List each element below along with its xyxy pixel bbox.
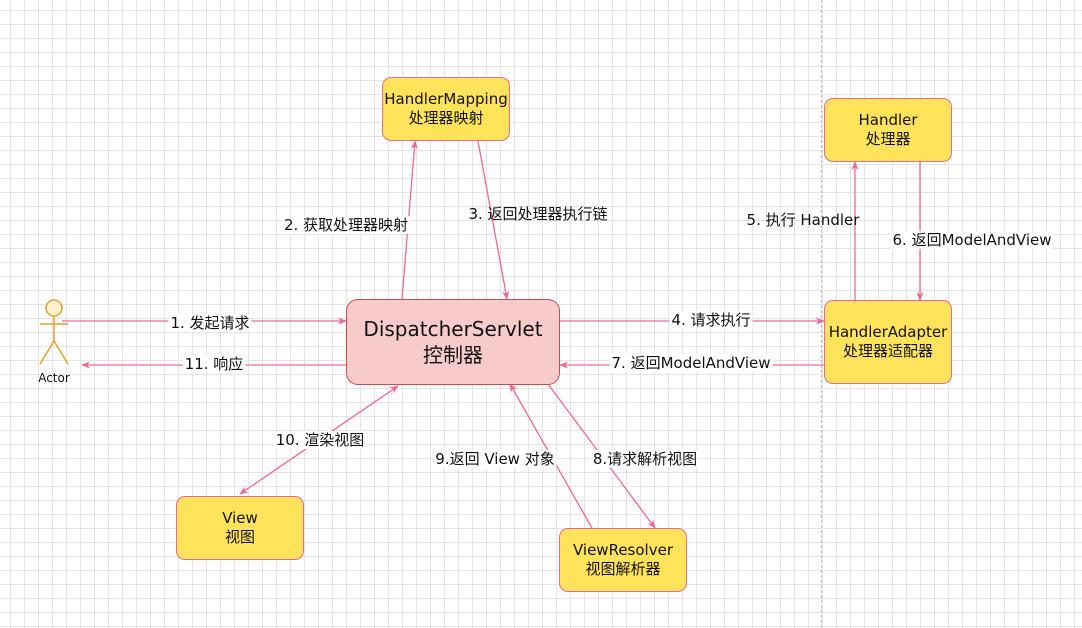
handler-adapter-node[interactable]: HandlerAdapter 处理器适配器	[824, 300, 952, 384]
dispatcher-servlet-subtitle: 控制器	[423, 343, 483, 367]
view-node[interactable]: View 视图	[176, 496, 304, 560]
edge-label-9: 9.返回 View 对象	[433, 450, 557, 468]
actor-label: Actor	[38, 371, 70, 385]
dispatcher-servlet-node[interactable]: DispatcherServlet 控制器	[346, 299, 560, 385]
edge-label-11: 11. 响应	[182, 355, 246, 373]
handler-adapter-subtitle: 处理器适配器	[842, 342, 933, 360]
view-resolver-node[interactable]: ViewResolver 视图解析器	[559, 528, 687, 592]
edge-label-6: 6. 返回ModelAndView	[890, 231, 1054, 249]
handler-mapping-node[interactable]: HandlerMapping 处理器映射	[382, 77, 510, 141]
handler-node[interactable]: Handler 处理器	[824, 98, 952, 162]
view-resolver-title: ViewResolver	[572, 541, 673, 559]
view-title: View	[222, 509, 258, 527]
edge-3-arrow	[477, 140, 510, 300]
view-subtitle: 视图	[224, 528, 255, 546]
dispatcher-servlet-title: DispatcherServlet	[363, 317, 543, 341]
handler-subtitle: 处理器	[865, 130, 911, 148]
edge-label-3: 3. 返回处理器执行链	[468, 205, 608, 223]
edge-label-10: 10. 渲染视图	[273, 431, 367, 449]
section-divider	[821, 0, 822, 628]
view-resolver-subtitle: 视图解析器	[585, 560, 661, 578]
handler-mapping-subtitle: 处理器映射	[408, 109, 484, 127]
handler-mapping-title: HandlerMapping	[384, 90, 508, 108]
edge-label-8: 8.请求解析视图	[590, 450, 700, 468]
handler-title: Handler	[858, 111, 918, 129]
edge-label-7: 7. 返回ModelAndView	[609, 354, 773, 372]
edge-label-1: 1. 发起请求	[168, 314, 252, 332]
edge-label-2: 2. 获取处理器映射	[281, 216, 411, 234]
edge-label-4: 4. 请求执行	[669, 311, 753, 329]
actor-icon	[39, 299, 69, 365]
edge-label-5: 5. 执行 Handler	[746, 211, 860, 229]
handler-adapter-title: HandlerAdapter	[828, 323, 948, 341]
